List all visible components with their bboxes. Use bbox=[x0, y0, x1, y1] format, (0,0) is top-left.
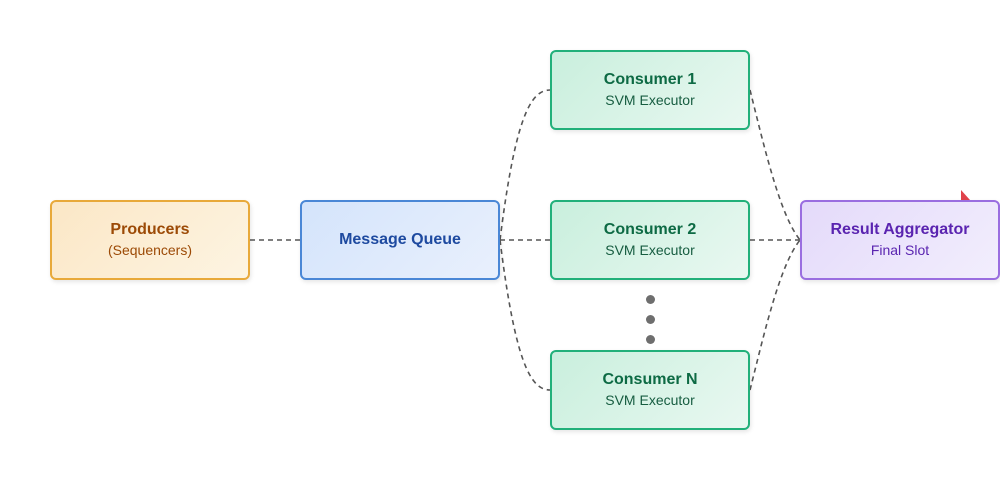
message-queue-title: Message Queue bbox=[339, 231, 461, 248]
consumer-n-node: Consumer N SVM Executor bbox=[550, 350, 750, 430]
ellipsis-dot-3 bbox=[646, 335, 655, 344]
producers-node: Producers (Sequencers) bbox=[50, 200, 250, 280]
edge-queue-consumer1 bbox=[499, 89, 551, 241]
consumer-1-node: Consumer 1 SVM Executor bbox=[550, 50, 750, 130]
producers-subtitle: (Sequencers) bbox=[107, 242, 193, 258]
consumer-2-subtitle: SVM Executor bbox=[605, 242, 695, 258]
result-aggregator-title: Result Aggregator bbox=[830, 221, 970, 238]
edge-consumer1-aggregator bbox=[749, 89, 801, 241]
ellipsis-dot-1 bbox=[646, 295, 655, 304]
edge-queue-consumerN bbox=[499, 239, 551, 391]
consumer-n-title: Consumer N bbox=[602, 371, 698, 388]
consumer-2-title: Consumer 2 bbox=[603, 221, 697, 238]
edge-consumerN-aggregator bbox=[749, 239, 801, 391]
message-queue-node: Message Queue bbox=[300, 200, 500, 280]
result-aggregator-node: Result Aggregator Final Slot bbox=[800, 200, 1000, 280]
result-aggregator-subtitle: Final Slot bbox=[870, 242, 930, 258]
consumer-n-subtitle: SVM Executor bbox=[605, 392, 695, 408]
consumer-1-title: Consumer 1 bbox=[603, 71, 697, 88]
producers-title: Producers bbox=[110, 221, 190, 238]
ellipsis-dot-2 bbox=[646, 315, 655, 324]
consumer-1-subtitle: SVM Executor bbox=[605, 92, 695, 108]
consumer-2-node: Consumer 2 SVM Executor bbox=[550, 200, 750, 280]
